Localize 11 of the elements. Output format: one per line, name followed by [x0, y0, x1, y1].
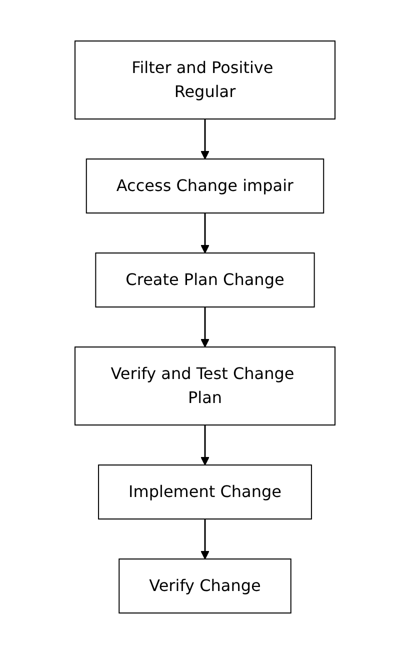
node-box: Verify Change — [118, 558, 291, 613]
arrow — [200, 118, 209, 159]
node-box: Implement Change — [98, 464, 312, 519]
arrow — [200, 212, 209, 253]
arrow — [200, 306, 209, 347]
node-box: Verify and Test Change Plan — [74, 346, 335, 425]
arrow — [200, 518, 209, 559]
node-box: Create Plan Change — [94, 252, 314, 307]
node-box: Filter and Positive Regular — [74, 40, 335, 119]
arrow — [200, 424, 209, 465]
node-box: Access Change impair — [85, 158, 324, 213]
